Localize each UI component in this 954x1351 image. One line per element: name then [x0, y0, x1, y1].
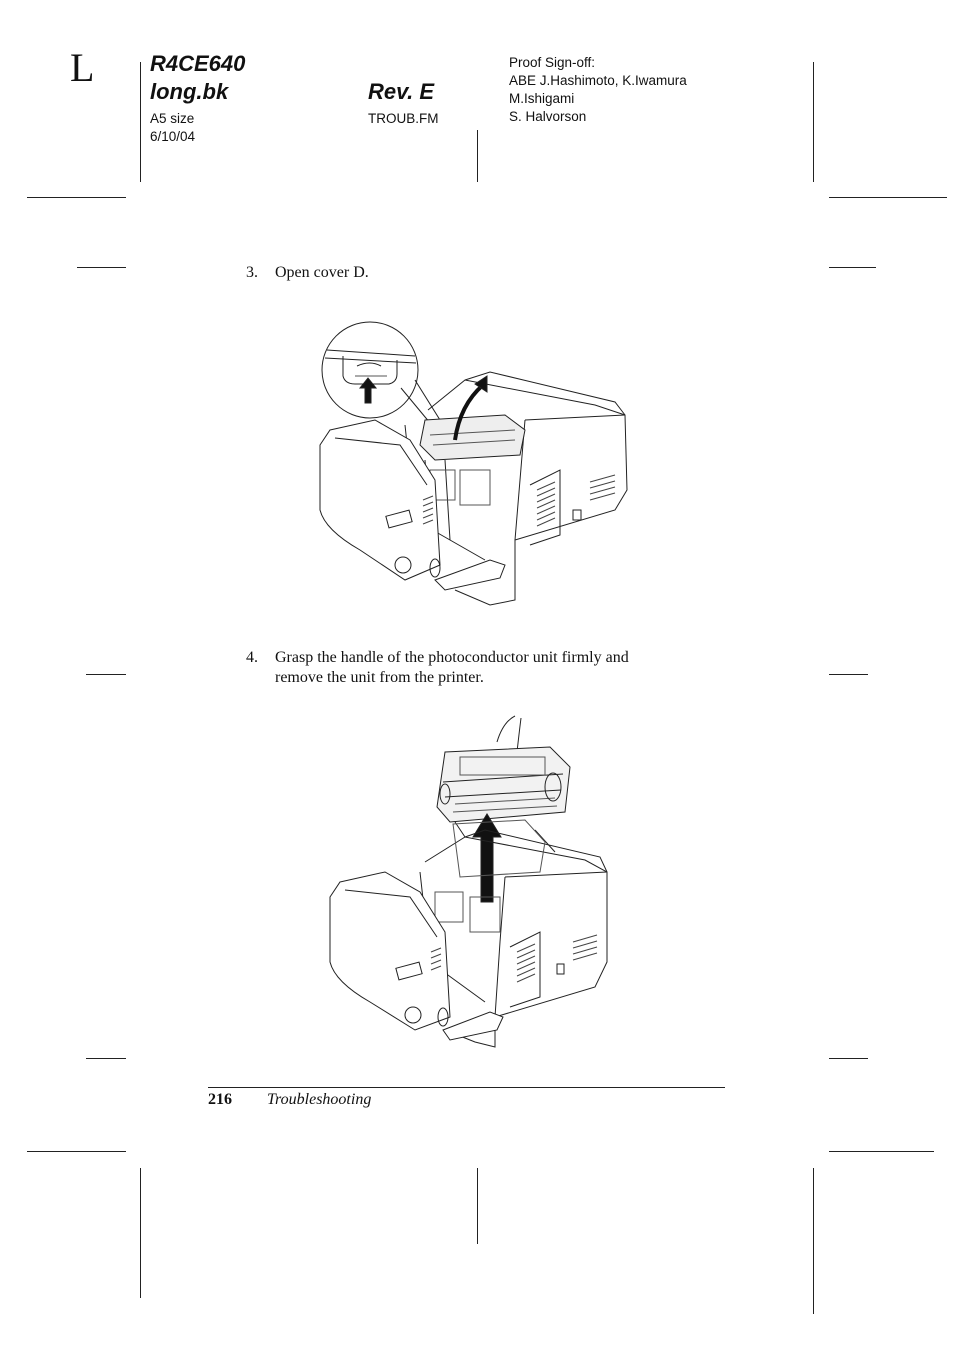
step-text: Open cover D. — [275, 264, 369, 281]
frame-file-name: TROUB.FM — [368, 111, 439, 126]
print-date: 6/10/04 — [150, 129, 196, 144]
up-arrow-icon — [473, 814, 501, 902]
proof-signoff-name: S. Halvorson — [509, 109, 587, 124]
remove-photoconductor-unit-illustration — [325, 712, 615, 1052]
crop-mark-top-right-horizontal — [829, 197, 947, 198]
trim-mark-right-1 — [829, 267, 876, 268]
proof-signoff-name: ABE J.Hashimoto, K.Iwamura — [509, 73, 687, 88]
trim-mark-right-2 — [829, 674, 868, 675]
paper-size: A5 size — [150, 111, 195, 126]
document-code: R4CE640 — [150, 51, 246, 76]
step-number: 4. — [246, 649, 258, 666]
crop-mark-top-left-horizontal — [27, 197, 126, 198]
trim-mark-left-2 — [86, 674, 126, 675]
detail-magnifier-circle — [322, 322, 418, 418]
page-number: 216 — [208, 1091, 232, 1108]
section-title: Troubleshooting — [267, 1091, 372, 1108]
crop-mark-bottom-center-vertical — [477, 1168, 478, 1244]
trim-mark-left-1 — [77, 267, 126, 268]
book-file-name: long.bk — [150, 79, 229, 104]
up-arrow-icon — [360, 378, 376, 403]
step-number: 3. — [246, 264, 258, 281]
crop-mark-bottom-left-vertical — [140, 1168, 141, 1298]
step-text: Grasp the handle of the photoconductor u… — [275, 649, 629, 666]
crop-mark-bottom-right-vertical — [813, 1168, 814, 1314]
proof-signoff-title: Proof Sign-off: — [509, 55, 596, 70]
footer-rule — [208, 1087, 725, 1088]
crop-mark-bottom-right-horizontal — [829, 1151, 934, 1152]
crop-mark-top-right-vertical — [813, 62, 814, 182]
trim-mark-left-3 — [86, 1058, 126, 1059]
open-cover-d-illustration — [315, 310, 640, 615]
proof-signoff-block: Proof Sign-off: ABE J.Hashimoto, K.Iwamu… — [509, 54, 687, 126]
crop-mark-top-left-vertical — [140, 62, 141, 182]
curved-arrow-icon — [455, 385, 483, 440]
crop-mark-bottom-left-horizontal — [27, 1151, 126, 1152]
proof-signoff-name: M.Ishigami — [509, 91, 575, 106]
trim-mark-right-3 — [829, 1058, 868, 1059]
step-text: remove the unit from the printer. — [275, 669, 484, 686]
front-cover-d — [330, 872, 450, 1030]
revision-label: Rev. E — [368, 79, 435, 104]
page-side-letter: L — [70, 45, 95, 90]
crop-mark-top-center-vertical — [477, 130, 478, 182]
photoconductor-unit — [437, 747, 570, 822]
